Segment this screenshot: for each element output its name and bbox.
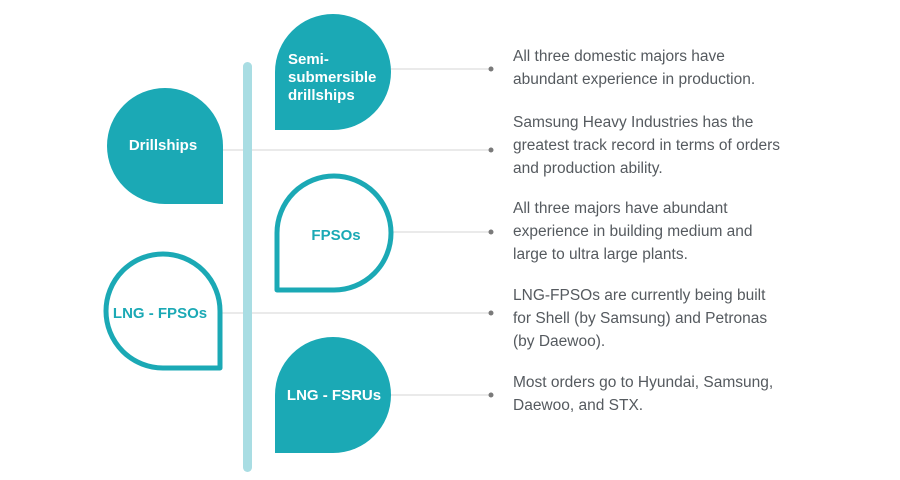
description-line: experience in building medium and	[513, 223, 753, 240]
connector-dot	[488, 229, 494, 235]
description-line: LNG-FPSOs are currently being built	[513, 287, 766, 304]
description-line: Samsung Heavy Industries has the	[513, 114, 754, 131]
description-line: All three domestic majors have	[513, 48, 725, 65]
description-drillships: Samsung Heavy Industries has the greates…	[513, 111, 813, 180]
semi-submersible-node	[275, 14, 391, 130]
lng-fpsos-node	[103, 251, 223, 371]
semi-submersible-label: Semi- submersible drillships	[288, 51, 381, 104]
description-line: greatest track record in terms of orders	[513, 137, 781, 154]
description-semi-submersible: All three domestic majors have abundant …	[513, 45, 813, 91]
connector-dot	[488, 310, 494, 316]
description-lng-fpsos: LNG-FPSOs are currently being built for …	[513, 284, 813, 353]
connector-dot	[488, 66, 494, 72]
description-line: large to ultra large plants.	[513, 246, 688, 263]
lng-fsrus-label: LNG - FSRUs	[287, 387, 381, 404]
fpsos-node	[274, 173, 394, 293]
vertical-timeline-bar	[243, 62, 252, 472]
description-line: Daewoo, and STX.	[513, 397, 644, 414]
connector-dot	[488, 147, 494, 153]
fpsos-label: FPSOs	[311, 227, 360, 244]
description-line: (by Daewoo).	[513, 333, 606, 350]
lng-fpsos-label: LNG - FPSOs	[113, 305, 207, 322]
description-line: abundant experience in production.	[513, 71, 756, 88]
description-fpsos: All three majors have abundant experienc…	[513, 197, 813, 266]
drillships-label: Drillships	[129, 137, 197, 154]
drillships-node	[107, 88, 223, 204]
description-line: and production ability.	[513, 160, 663, 177]
lng-fsrus-node	[275, 337, 391, 453]
description-line: for Shell (by Samsung) and Petronas	[513, 310, 768, 327]
connector-dot	[488, 392, 494, 398]
description-line: All three majors have abundant	[513, 200, 728, 217]
description-line: Most orders go to Hyundai, Samsung,	[513, 374, 774, 391]
description-lng-fsrus: Most orders go to Hyundai, Samsung, Daew…	[513, 371, 813, 417]
